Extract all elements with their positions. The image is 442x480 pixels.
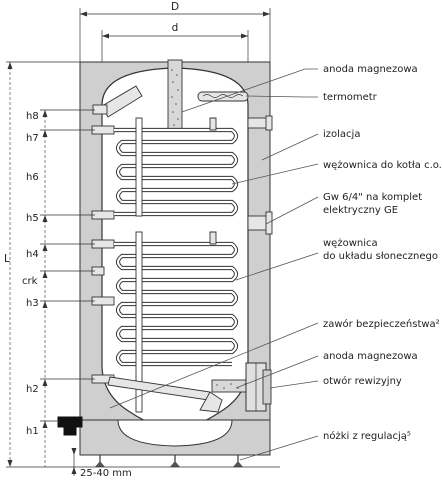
thermometer-sleeve xyxy=(197,91,249,102)
label-h3: h3 xyxy=(26,298,39,309)
dimension-D-label: D xyxy=(171,1,179,13)
callout-wezownica-solar-line2: do układu słonecznego xyxy=(323,251,438,262)
right-connections xyxy=(247,115,273,235)
dimension-L-label: L xyxy=(4,253,10,265)
cold-inlet-pipe xyxy=(107,376,223,413)
label-h6: h6 xyxy=(26,172,39,183)
inspection-opening xyxy=(245,362,272,412)
callout-anoda-bottom: anoda magnezowa xyxy=(323,351,418,362)
anode-bottom xyxy=(211,379,253,393)
leader-lines xyxy=(109,68,319,461)
lower-coil xyxy=(114,231,239,413)
tank-bottom-dome xyxy=(117,419,233,447)
anode-top xyxy=(167,59,183,131)
foot-right xyxy=(233,455,243,467)
feet xyxy=(70,455,280,468)
callout-wezownica-solar-line1: wężownica xyxy=(323,238,378,249)
dimension-d-label: d xyxy=(172,22,179,34)
feet-range: 25-40 mm xyxy=(71,448,132,479)
dimension-D: D xyxy=(79,1,271,62)
feet-range-label: 25-40 mm xyxy=(80,468,132,479)
label-h5: h5 xyxy=(26,213,39,224)
h8-outlet-pipe xyxy=(92,85,143,118)
callout-nozki: nóżki z regulacją⁵ xyxy=(323,430,411,442)
callout-termometr: termometr xyxy=(323,92,378,103)
label-h8: h8 xyxy=(26,111,39,122)
label-crk: crk xyxy=(22,276,38,287)
callout-zawor: zawór bezpieczeństwa² xyxy=(323,318,440,330)
safety-valve xyxy=(57,416,83,436)
callout-texts: anoda magnezowa termometr izolacja wężow… xyxy=(323,64,442,442)
foot-left xyxy=(95,455,105,467)
label-h1: h1 xyxy=(26,426,39,437)
label-h7: h7 xyxy=(26,133,39,144)
label-h4: h4 xyxy=(26,249,39,260)
callout-anoda-top: anoda magnezowa xyxy=(323,64,418,75)
callout-gw-line1: Gw 6/4" na komplet xyxy=(323,192,422,203)
height-dimensions: L h8 h7 h6 h5 h4 crk h3 xyxy=(4,61,95,468)
upper-coil xyxy=(114,117,239,217)
label-h2: h2 xyxy=(26,384,39,395)
callout-otwor: otwór rewizyjny xyxy=(323,375,402,387)
callout-gw-line2: elektryczny GE xyxy=(323,205,398,216)
callout-wezownica-kotla: wężownica do kotła c.o. xyxy=(323,160,442,171)
foot-middle xyxy=(170,455,180,467)
dimension-d: d xyxy=(101,22,249,62)
callout-izolacja: izolacja xyxy=(323,129,360,140)
